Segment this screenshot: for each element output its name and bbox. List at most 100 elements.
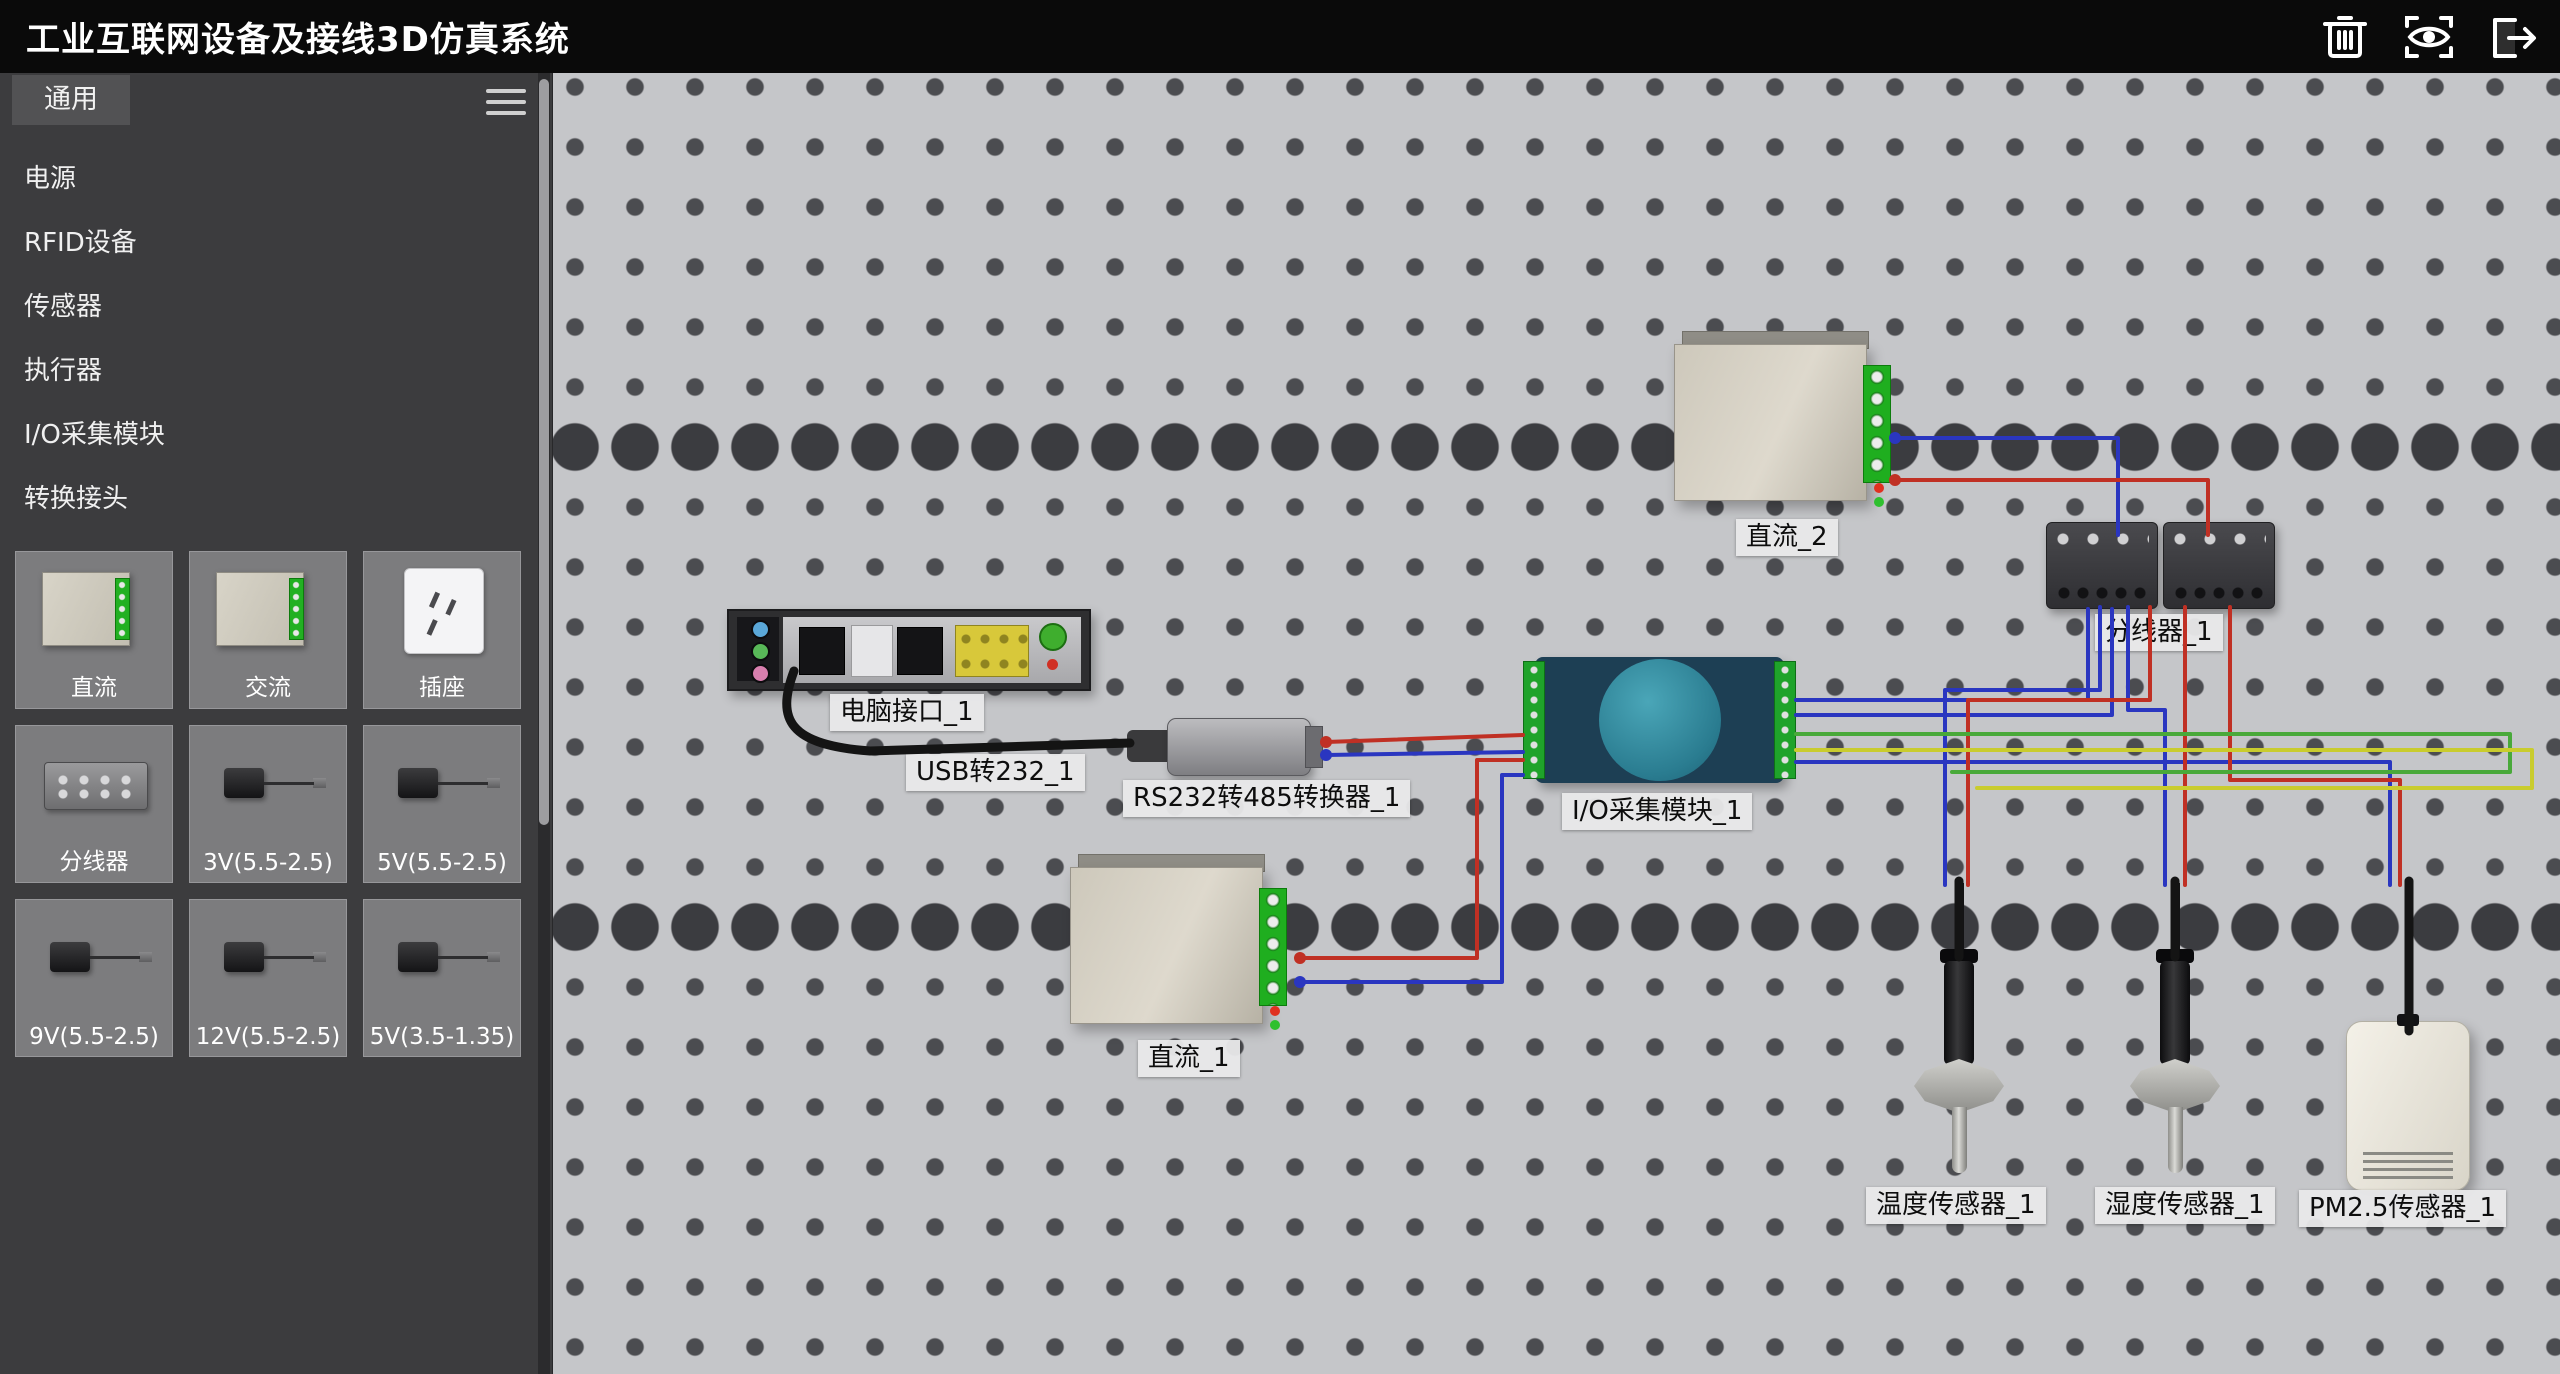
label-dc-1: 直流_1 <box>1138 1040 1240 1077</box>
audio-jack-blue <box>751 620 770 639</box>
serial-port <box>955 625 1029 677</box>
exit-door-icon <box>2485 10 2541 64</box>
wire-blue <box>1796 609 2088 700</box>
label-pm25-sensor-1: PM2.5传感器_1 <box>2299 1190 2506 1227</box>
wire-blue <box>1326 752 1523 755</box>
device-splitter-1[interactable] <box>2046 522 2273 607</box>
sensor-body <box>2160 961 2190 1065</box>
hamburger-menu-icon[interactable] <box>486 89 526 117</box>
dc-terminal-block <box>1259 888 1287 1006</box>
adapter-thumbnail <box>364 900 520 1018</box>
category-sensors[interactable]: 传感器 <box>0 275 552 339</box>
device-dc-2[interactable] <box>1674 331 1897 509</box>
pegboard-large-hole-row <box>552 897 2560 957</box>
sensor-grille <box>2363 1152 2453 1180</box>
sidebar-scrollbar[interactable] <box>538 73 550 1374</box>
workspace-canvas[interactable]: 电脑接口_1 USB转232_1 RS232转485转换器_1 直流_2 分线器… <box>552 73 2560 1374</box>
preview-eye-icon <box>2401 10 2457 64</box>
label-usb-to-232: USB转232_1 <box>906 754 1085 791</box>
dc-body <box>1070 867 1263 1024</box>
tab-general[interactable]: 通用 <box>12 75 130 125</box>
card-dc[interactable]: 直流 <box>15 551 173 709</box>
label-io-module-1: I/O采集模块_1 <box>1562 793 1752 830</box>
audio-jack-pink <box>751 664 770 683</box>
card-adapter-12v[interactable]: 12V(5.5-2.5) <box>189 899 347 1057</box>
terminal-blue <box>1294 976 1306 988</box>
dc-power-thumbnail <box>16 552 172 670</box>
adapter-thumbnail <box>16 900 172 1018</box>
card-adapter-3v[interactable]: 3V(5.5-2.5) <box>189 725 347 883</box>
dsub-face <box>1305 726 1323 768</box>
card-adapter-5v-135[interactable]: 5V(3.5-1.35) <box>363 899 521 1057</box>
wire-red <box>2230 607 2400 885</box>
io-terminal-left <box>1523 661 1545 779</box>
category-menu: 电源 RFID设备 传感器 执行器 I/O采集模块 转换接头 <box>0 129 552 531</box>
category-rfid[interactable]: RFID设备 <box>0 211 552 275</box>
wire-green <box>1796 734 2510 772</box>
card-splitter[interactable]: 分线器 <box>15 725 173 883</box>
sensor-body <box>1944 961 1974 1065</box>
view-button[interactable] <box>2400 8 2458 66</box>
sidebar: 通用 电源 RFID设备 传感器 执行器 I/O采集模块 转换接头 直流 交流 … <box>0 73 553 1374</box>
splitter-block <box>2046 522 2158 609</box>
mounting-flange <box>2130 1059 2220 1113</box>
splitter-block <box>2163 522 2275 609</box>
label-computer-interface: 电脑接口_1 <box>830 694 984 731</box>
io-terminal-right <box>1774 661 1796 779</box>
cable-gland <box>2397 1014 2419 1026</box>
wire-red <box>1326 735 1523 742</box>
red-led <box>1047 659 1058 670</box>
label-humidity-sensor-1: 湿度传感器_1 <box>2095 1187 2275 1224</box>
label-dc-2: 直流_2 <box>1736 519 1838 556</box>
wire-blue <box>1796 762 2390 885</box>
red-led <box>1874 483 1884 493</box>
sensor-probe <box>1952 1107 1967 1173</box>
device-io-module-1[interactable] <box>1523 653 1796 787</box>
category-io-modules[interactable]: I/O采集模块 <box>0 403 552 467</box>
wire-blue <box>1796 609 2112 715</box>
usb-port-block <box>897 627 943 675</box>
card-socket[interactable]: 插座 <box>363 551 521 709</box>
sensor-cable <box>2171 883 2180 957</box>
sensor-probe <box>2168 1107 2183 1173</box>
card-ac[interactable]: 交流 <box>189 551 347 709</box>
device-computer-interface[interactable] <box>727 609 1091 691</box>
sensor-cable <box>1955 883 1964 957</box>
device-rs232-485-converter[interactable] <box>1127 713 1323 779</box>
dsub-connector-body <box>1167 718 1311 776</box>
card-adapter-9v[interactable]: 9V(5.5-2.5) <box>15 899 173 1057</box>
io-module-dial <box>1599 659 1721 781</box>
device-temperature-sensor-1[interactable] <box>1914 883 2004 1175</box>
device-pm25-sensor-1[interactable] <box>2346 1021 2470 1191</box>
exit-button[interactable] <box>2484 8 2542 66</box>
category-adapters[interactable]: 转换接头 <box>0 467 552 531</box>
socket-thumbnail <box>364 552 520 670</box>
sidebar-tab-row: 通用 <box>0 73 552 129</box>
adapter-thumbnail <box>364 726 520 844</box>
category-actuators[interactable]: 执行器 <box>0 339 552 403</box>
device-dc-1[interactable] <box>1070 854 1293 1032</box>
app-title: 工业互联网设备及接线3D仿真系统 <box>26 12 570 61</box>
green-led <box>1270 1020 1280 1030</box>
top-bar: 工业互联网设备及接线3D仿真系统 <box>0 0 2560 73</box>
green-led <box>1874 497 1884 507</box>
wire-blue <box>1945 607 2100 885</box>
dc-terminal-block <box>1863 365 1891 483</box>
red-led <box>1270 1006 1280 1016</box>
label-temperature-sensor-1: 温度传感器_1 <box>1866 1187 2046 1224</box>
category-power[interactable]: 电源 <box>0 147 552 211</box>
card-adapter-5v[interactable]: 5V(5.5-2.5) <box>363 725 521 883</box>
component-palette: 直流 交流 插座 分线器 3V(5.5-2.5) 5V(5.5-2.5) 9V(… <box>15 551 552 1057</box>
scrollbar-thumb[interactable] <box>539 79 549 825</box>
delete-button[interactable] <box>2316 8 2374 66</box>
pegboard-large-hole-row <box>552 417 2560 477</box>
mounting-flange <box>1914 1059 2004 1113</box>
adapter-thumbnail <box>190 726 346 844</box>
wire-yellow <box>1796 750 2532 788</box>
trash-icon <box>2318 10 2372 64</box>
splitter-thumbnail <box>16 726 172 844</box>
device-humidity-sensor-1[interactable] <box>2130 883 2220 1175</box>
dc-body <box>1674 344 1867 501</box>
ps2-port <box>851 625 893 677</box>
audio-jack-green <box>751 642 770 661</box>
